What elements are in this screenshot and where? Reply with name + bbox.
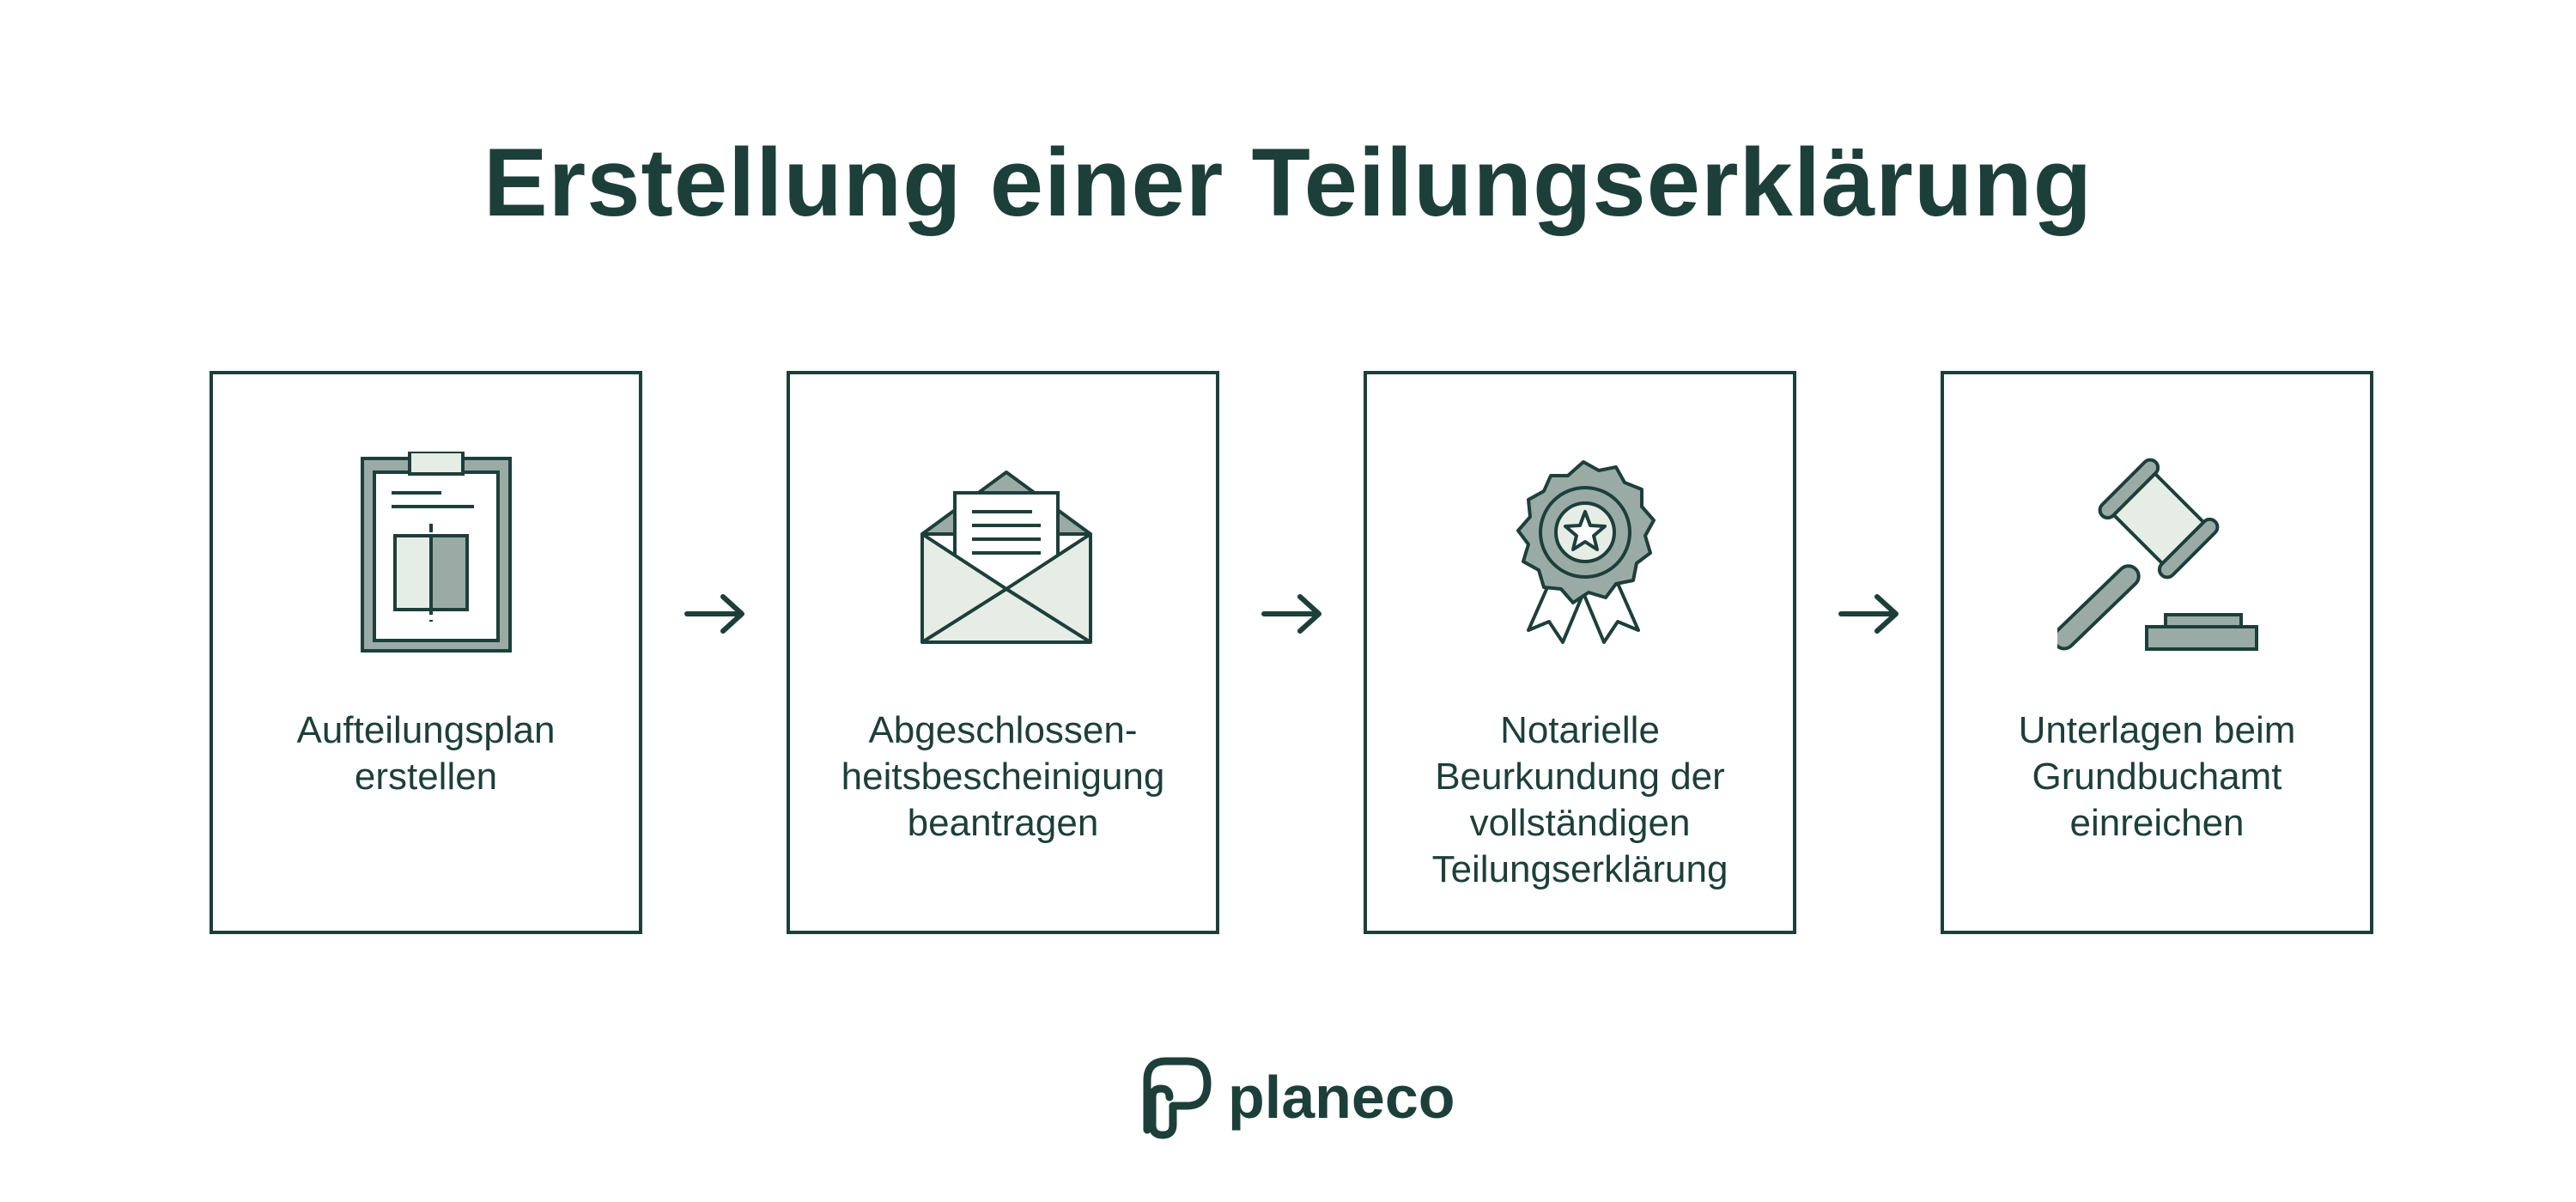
step-card-2: Abgeschlossen- heitsbescheinigung beantr… — [787, 371, 1219, 934]
judge-gavel-icon — [2057, 452, 2263, 658]
open-envelope-icon — [903, 452, 1109, 658]
step-label-2: Abgeschlossen- heitsbescheinigung beantr… — [841, 709, 1165, 844]
step-label-1: Aufteilungsplan erstellen — [296, 709, 556, 798]
page-title: Erstellung einer Teilungserklärung — [483, 129, 2093, 236]
clipboard-plan-icon — [326, 452, 532, 658]
brand-logo: planeco — [1139, 1054, 1455, 1140]
step-card-3: Notarielle Beurkundung der vollständigen… — [1364, 371, 1796, 934]
brand-name: planeco — [1228, 1064, 1455, 1131]
arrow-right-icon — [1838, 592, 1903, 635]
award-seal-icon — [1480, 452, 1686, 658]
arrow-right-icon — [1261, 592, 1326, 635]
step-card-4: Unterlagen beim Grundbuchamt einreichen — [1941, 371, 2373, 934]
step-label-4: Unterlagen beim Grundbuchamt einreichen — [2018, 709, 2296, 844]
arrow-right-icon — [683, 592, 749, 635]
step-card-1: Aufteilungsplan erstellen — [210, 371, 642, 934]
planeco-logo-icon — [1139, 1054, 1216, 1140]
step-label-3: Notarielle Beurkundung der vollständigen… — [1431, 709, 1728, 890]
